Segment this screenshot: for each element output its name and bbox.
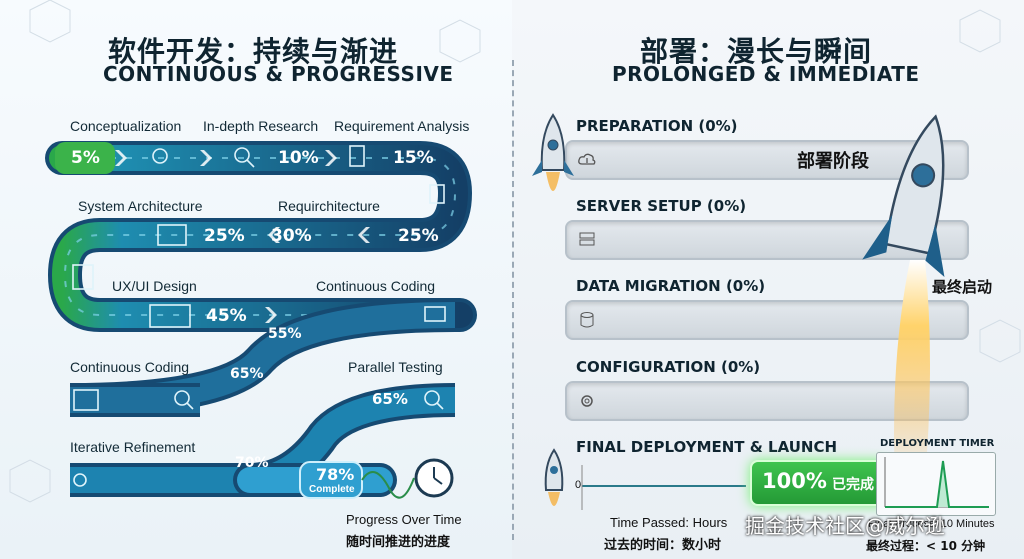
magnifier-icon-2 [174, 390, 190, 406]
pct-10: 10% [278, 148, 319, 168]
center-divider [512, 60, 514, 540]
magnifier-icon-3 [424, 390, 440, 406]
time-passed-cn: 过去的时间：数小时 [604, 538, 722, 553]
chevron-icon [115, 150, 127, 166]
database-icon [580, 312, 594, 328]
left-title-cn: 软件开发：持续与渐进 [108, 35, 399, 68]
stage-system-architecture: System Architecture [78, 198, 203, 214]
pct-45: 45% [206, 306, 247, 326]
right-title-cn: 部署：漫长与瞬间 [640, 35, 873, 68]
clipboard-icon [349, 145, 365, 167]
deployment-timer-chart [876, 452, 996, 516]
document-icon [429, 184, 445, 204]
left-title-en: CONTINUOUS & PROGRESSIVE [103, 62, 454, 86]
gear-icon [581, 395, 593, 407]
pct-5: 5% [71, 148, 100, 168]
stage-research: In-depth Research [203, 118, 319, 134]
time-axis-chart [581, 465, 746, 510]
pct-25b: 25% [398, 226, 439, 246]
pct-30: 30% [271, 226, 312, 246]
final-process-cn: 最终过程：< 10 分钟 [866, 539, 986, 553]
stage-requirement-analysis: Requirement Analysis [334, 118, 470, 134]
magnifier-icon [234, 147, 250, 163]
footer-en: Progress Over Time [346, 512, 462, 527]
stage-requirchitecture: Requirchitecture [278, 198, 380, 214]
server-icon [579, 232, 595, 246]
stage-final-label: FINAL DEPLOYMENT & LAUNCH [576, 438, 838, 456]
watermark: 掘金技术社区@威尔逊 [745, 514, 945, 538]
deployment-timer-title: DEPLOYMENT TIMER [880, 438, 995, 449]
gears-icon [73, 473, 87, 487]
stage-preparation-label: PREPARATION (0%) [576, 117, 738, 135]
stage-configuration-label: CONFIGURATION (0%) [576, 358, 761, 376]
stage-conceptualization: Conceptualization [70, 118, 182, 134]
final-process-en: Final Process: 10 Minutes [868, 518, 995, 530]
wireframe-icon [149, 304, 191, 328]
stage-iterative-refinement: Iterative Refinement [70, 439, 196, 455]
completed-badge: 100% 已完成 [750, 460, 889, 506]
final-launch-label: 最终启动 [932, 278, 993, 296]
progress-pipeline [45, 141, 477, 499]
rocket-small-icon-2 [544, 448, 564, 506]
code-icon [73, 389, 99, 411]
done-pct: 100% [762, 469, 827, 493]
rocket-small-icon [532, 113, 574, 191]
pct-25a: 25% [204, 226, 245, 246]
pct-complete: 78% [316, 465, 355, 484]
complete-label: Complete [309, 484, 355, 495]
laptop-icon [424, 306, 446, 322]
time-passed-en: Time Passed: Hours [610, 515, 728, 530]
axis-zero-label: 0 [575, 479, 582, 491]
blueprint-icon [157, 224, 187, 246]
lightbulb-icon [152, 148, 168, 164]
rocket-large-icon [862, 114, 945, 480]
deployment-phase-overlay: 部署阶段 [797, 151, 869, 172]
pct-65a: 65% [230, 366, 264, 382]
done-label: 已完成 [832, 477, 874, 493]
wireframe-icon-2 [72, 264, 94, 290]
stage-data-migration-label: DATA MIGRATION (0%) [576, 277, 766, 295]
timer-spike [884, 457, 989, 508]
pct-70: 70% [235, 455, 269, 471]
pct-15: 15% [393, 148, 434, 168]
stage-continuous-coding: Continuous Coding [70, 359, 190, 375]
cloud-upload-icon [578, 153, 596, 165]
stage-server-setup-label: SERVER SETUP (0%) [576, 197, 747, 215]
footer-cn: 随时间推进的进度 [346, 535, 451, 550]
pct-65b: 65% [372, 390, 408, 408]
pct-55: 55% [268, 326, 302, 342]
stage-parallel-testing: Parallel Testing [348, 359, 443, 375]
stage-ux-ui-design: UX/UI Design [112, 278, 197, 294]
right-title-en: PROLONGED & IMMEDIATE [612, 62, 920, 86]
stage-continuous-coding-top: Continuous Coding [316, 278, 436, 294]
